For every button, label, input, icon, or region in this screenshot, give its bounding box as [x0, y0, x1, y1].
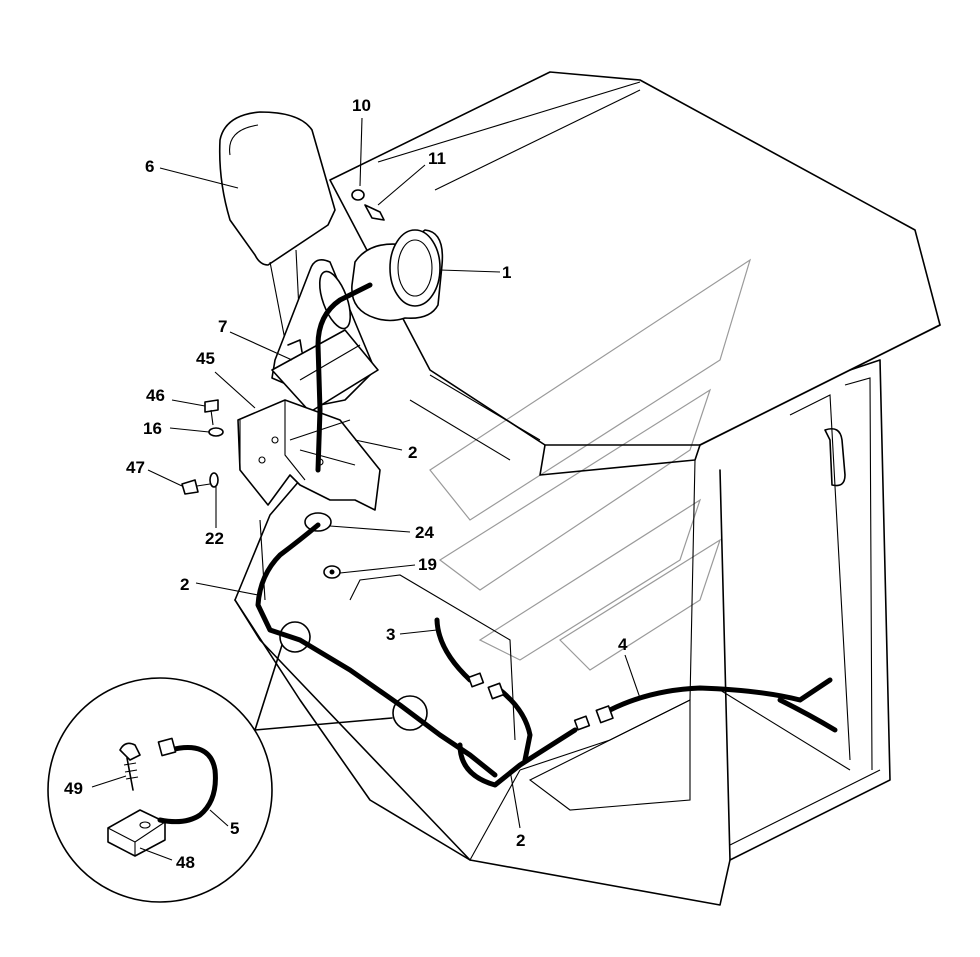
callout-16: 16: [143, 419, 162, 438]
callout-46: 46: [146, 386, 165, 405]
callout-2-lower: 2: [516, 831, 526, 850]
callout-22: 22: [205, 529, 224, 548]
hardware: [181, 189, 385, 579]
callout-45: 45: [196, 349, 215, 368]
wiring-harness: [255, 282, 838, 788]
callout-24: 24: [415, 523, 434, 542]
watermark-logo: [429, 258, 752, 671]
mount-bracket: [271, 259, 379, 413]
callout-6: 6: [145, 157, 155, 176]
callout-10: 10: [352, 96, 371, 115]
callout-48: 48: [176, 853, 195, 872]
callout-1: 1: [502, 263, 512, 282]
callout-19: 19: [418, 555, 437, 574]
callout-2-left: 2: [180, 575, 190, 594]
callout-49: 49: [64, 779, 83, 798]
callout-47: 47: [126, 458, 145, 477]
beacon-light: [351, 229, 444, 322]
base-bracket: [237, 399, 381, 511]
detail-circle: [47, 677, 273, 903]
callout-3: 3: [386, 625, 396, 644]
callout-4: 4: [618, 635, 628, 654]
callout-11: 11: [428, 149, 446, 168]
clip-locators: [254, 621, 428, 731]
leader-lines: [91, 117, 641, 861]
callout-5: 5: [230, 819, 240, 838]
callout-2-upper: 2: [408, 443, 418, 462]
callout-7: 7: [218, 317, 228, 336]
